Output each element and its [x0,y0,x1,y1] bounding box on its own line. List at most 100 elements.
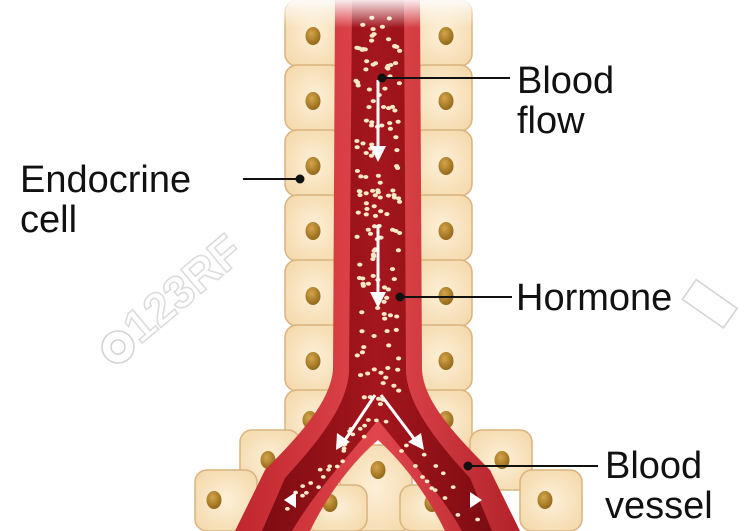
hormone-dot [456,513,461,517]
hormone-dot [392,44,397,48]
hormone-dot [321,475,326,479]
hormone-dot [364,212,369,216]
hormone-dot [316,485,321,489]
hormone-dot [387,121,392,125]
label-blood-vessel-line1: Blood [605,446,713,486]
hormone-dot [318,468,323,472]
camera-lens-icon [682,280,737,328]
hormone-dot [396,120,401,124]
hormone-dot [326,468,331,472]
hormone-dot [373,214,378,218]
hormone-dot [366,228,371,232]
hormone-dot [378,196,383,200]
hormone-dot [364,191,369,195]
nucleus [306,157,321,175]
hormone-dot [370,189,375,193]
hormone-dot [381,105,386,109]
hormone-dot [372,224,377,228]
hormone-dot [353,79,358,83]
nucleus [207,491,222,509]
hormone-dot [385,366,390,370]
watermark-text: 123RF [113,224,252,353]
hormone-dot [285,507,290,511]
hormone-dot [378,402,383,406]
label-hormone: Hormone [516,278,672,318]
endocrine-cell [412,65,472,131]
hormone-dot [397,49,402,53]
hormone-dot [372,204,377,208]
hormone-dot [357,263,362,267]
hormone-dot [304,491,309,495]
hormone-dot [371,274,376,278]
pointer-dot [464,462,473,471]
hormone-dot [393,61,398,65]
hormone-dot [364,59,369,63]
label-blood-flow-line2: flow [517,101,614,141]
hormone-dot [369,123,374,127]
hormone-dot [358,373,363,377]
hormone-dot [359,310,364,314]
nucleus [306,27,321,45]
label-blood-vessel-line2: vessel [605,486,713,526]
pointer-dot [378,74,387,83]
hormone-dot [433,464,438,468]
hormone-dot [308,481,313,485]
hormone-dot [371,253,376,257]
nucleus [306,222,321,240]
hormone-dot [358,174,363,178]
hormone-dot [382,317,387,321]
hormone-dot [413,464,418,468]
hormone-dot [390,267,395,271]
hormone-dot [386,343,391,347]
hormone-dot [370,257,375,261]
hormone-dot [362,395,367,399]
hormone-dot [362,424,367,428]
hormone-dot [357,190,362,194]
hormone-dot [358,427,363,431]
hormone-dot [381,381,386,385]
hormone-dot [376,174,381,178]
nucleus [306,352,321,370]
hormone-dot [356,211,361,215]
endocrine-cell [285,65,343,131]
hormone-dot [361,345,366,349]
hormone-dot [361,284,366,288]
hormone-dot [360,277,365,281]
hormone-dot [369,143,374,147]
hormone-dot [360,141,365,145]
hormone-dot [396,356,401,360]
hormone-dot [379,124,384,128]
hormone-dot [369,39,374,43]
hormone-dot [399,449,404,453]
hormone-dot [366,282,371,286]
label-endocrine-cell-line2: cell [20,200,191,240]
hormone-dot [386,287,391,291]
nucleus [371,461,386,479]
hormone-dot [370,34,375,38]
nucleus [306,92,321,110]
label-endocrine-cell: Endocrine cell [20,160,191,240]
pointer-dot [296,175,305,184]
hormone-dot [300,484,305,488]
label-endocrine-cell-line1: Endocrine [20,160,191,200]
hormone-dot [360,350,365,354]
hormone-dot [372,367,377,371]
hormone-dot [443,496,448,500]
hormone-dot [392,277,397,281]
pointer-dot [396,293,405,302]
hormone-dot [364,207,369,211]
hormone-dot [382,312,387,316]
label-blood-flow: Blood flow [517,61,614,141]
hormone-dot [372,334,377,338]
hormone-dot [371,63,376,67]
hormone-dot [378,209,383,213]
hormone-dot [340,459,345,463]
hormone-dot [335,465,340,469]
hormone-dot [433,488,438,492]
endocrine-cell [520,470,582,531]
hormone-dot [386,194,391,198]
hormone-dot [388,313,393,317]
hormone-dot [378,371,383,375]
hormone-dot [386,106,391,110]
label-blood-flow-line1: Blood [517,61,614,101]
